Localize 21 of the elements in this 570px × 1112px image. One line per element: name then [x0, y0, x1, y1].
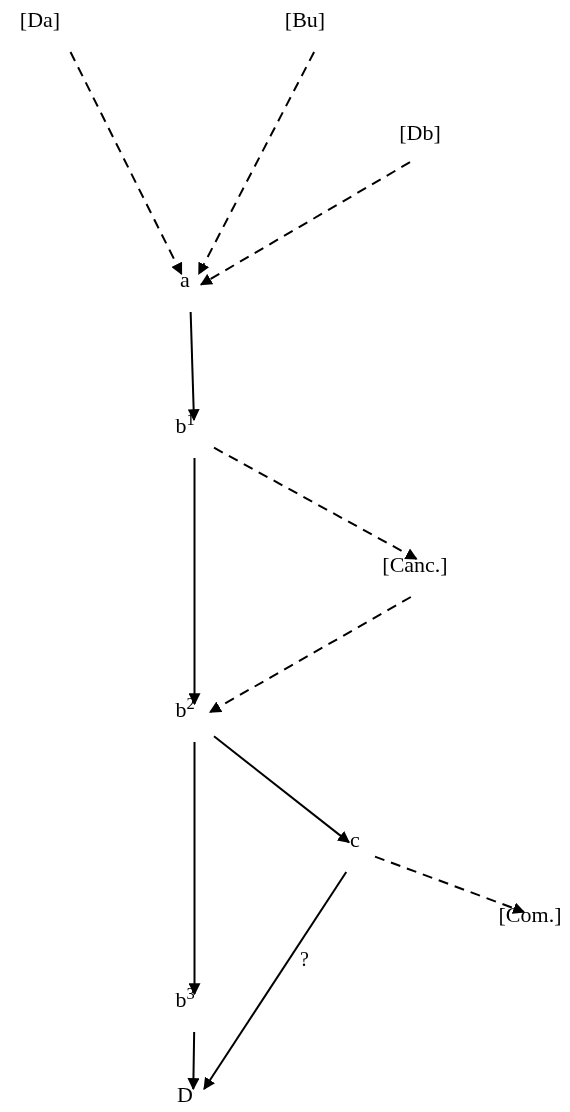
- arrow: [188, 741, 201, 996]
- arrow: [374, 855, 526, 914]
- node-label: D: [177, 1082, 193, 1107]
- node-label: [Da]: [19, 7, 61, 32]
- arrow: [187, 311, 200, 422]
- arrow: [199, 161, 411, 286]
- arrow: [188, 457, 201, 706]
- arrow: [69, 51, 183, 276]
- node-label: [Com.]: [498, 902, 562, 927]
- node-label: [Canc.]: [382, 552, 448, 577]
- node-label: [Db]: [399, 120, 441, 145]
- arrow: [203, 871, 348, 1090]
- arrow: [208, 596, 412, 714]
- node-label: a: [180, 267, 190, 292]
- node-label: b$^{1}$: [175, 413, 195, 438]
- node-label: c: [350, 827, 360, 852]
- arrow: [213, 446, 418, 560]
- node-label: [Bu]: [284, 7, 326, 32]
- arrow: [213, 735, 350, 844]
- arrow: [197, 51, 316, 276]
- arrow: [187, 1031, 200, 1091]
